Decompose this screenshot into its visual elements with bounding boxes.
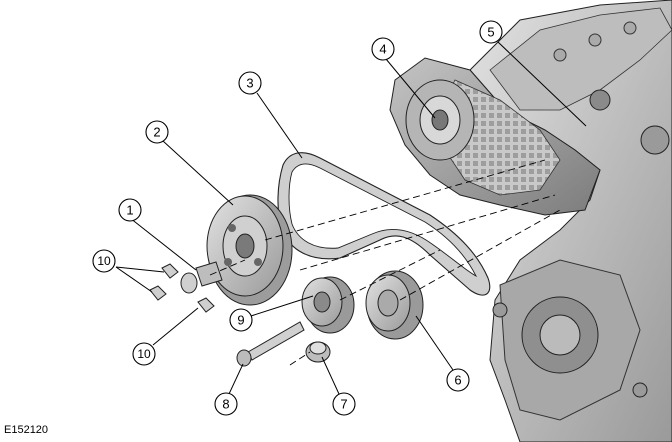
pulley-bolt: [180, 261, 223, 294]
svg-text:6: 6: [454, 373, 461, 388]
cover-bolts: [149, 263, 215, 313]
figure-reference: E152120: [4, 424, 49, 436]
svg-text:10: 10: [97, 254, 111, 268]
callout-6: 6: [446, 368, 470, 392]
tensioner-sprocket: [365, 270, 424, 340]
svg-text:5: 5: [487, 25, 494, 40]
svg-text:4: 4: [379, 42, 386, 57]
spacer: [305, 341, 331, 363]
callout-3: 3: [238, 71, 262, 95]
callout-5: 5: [479, 20, 503, 44]
callout-10-top: 10: [92, 249, 116, 273]
svg-text:8: 8: [222, 397, 229, 412]
alignment-lines: [209, 159, 561, 366]
callout-7: 7: [332, 392, 356, 416]
long-bolt: [236, 321, 305, 367]
svg-text:7: 7: [340, 397, 347, 412]
engine-block: [469, 0, 672, 442]
svg-text:2: 2: [153, 125, 160, 140]
callout-9: 9: [229, 308, 253, 332]
svg-text:1: 1: [126, 203, 133, 218]
svg-text:10: 10: [137, 347, 151, 361]
crankshaft-pulley: [206, 194, 293, 306]
callout-4: 4: [371, 37, 395, 61]
leader-lines: [115, 41, 587, 395]
callout-2: 2: [145, 120, 169, 144]
callout-1: 1: [118, 198, 142, 222]
svg-text:3: 3: [246, 76, 253, 91]
callout-8: 8: [214, 392, 238, 416]
camshaft-hub: [405, 79, 475, 161]
callout-10-bottom: 10: [132, 342, 156, 366]
svg-text:9: 9: [237, 313, 244, 328]
idler-pulley: [301, 276, 355, 334]
